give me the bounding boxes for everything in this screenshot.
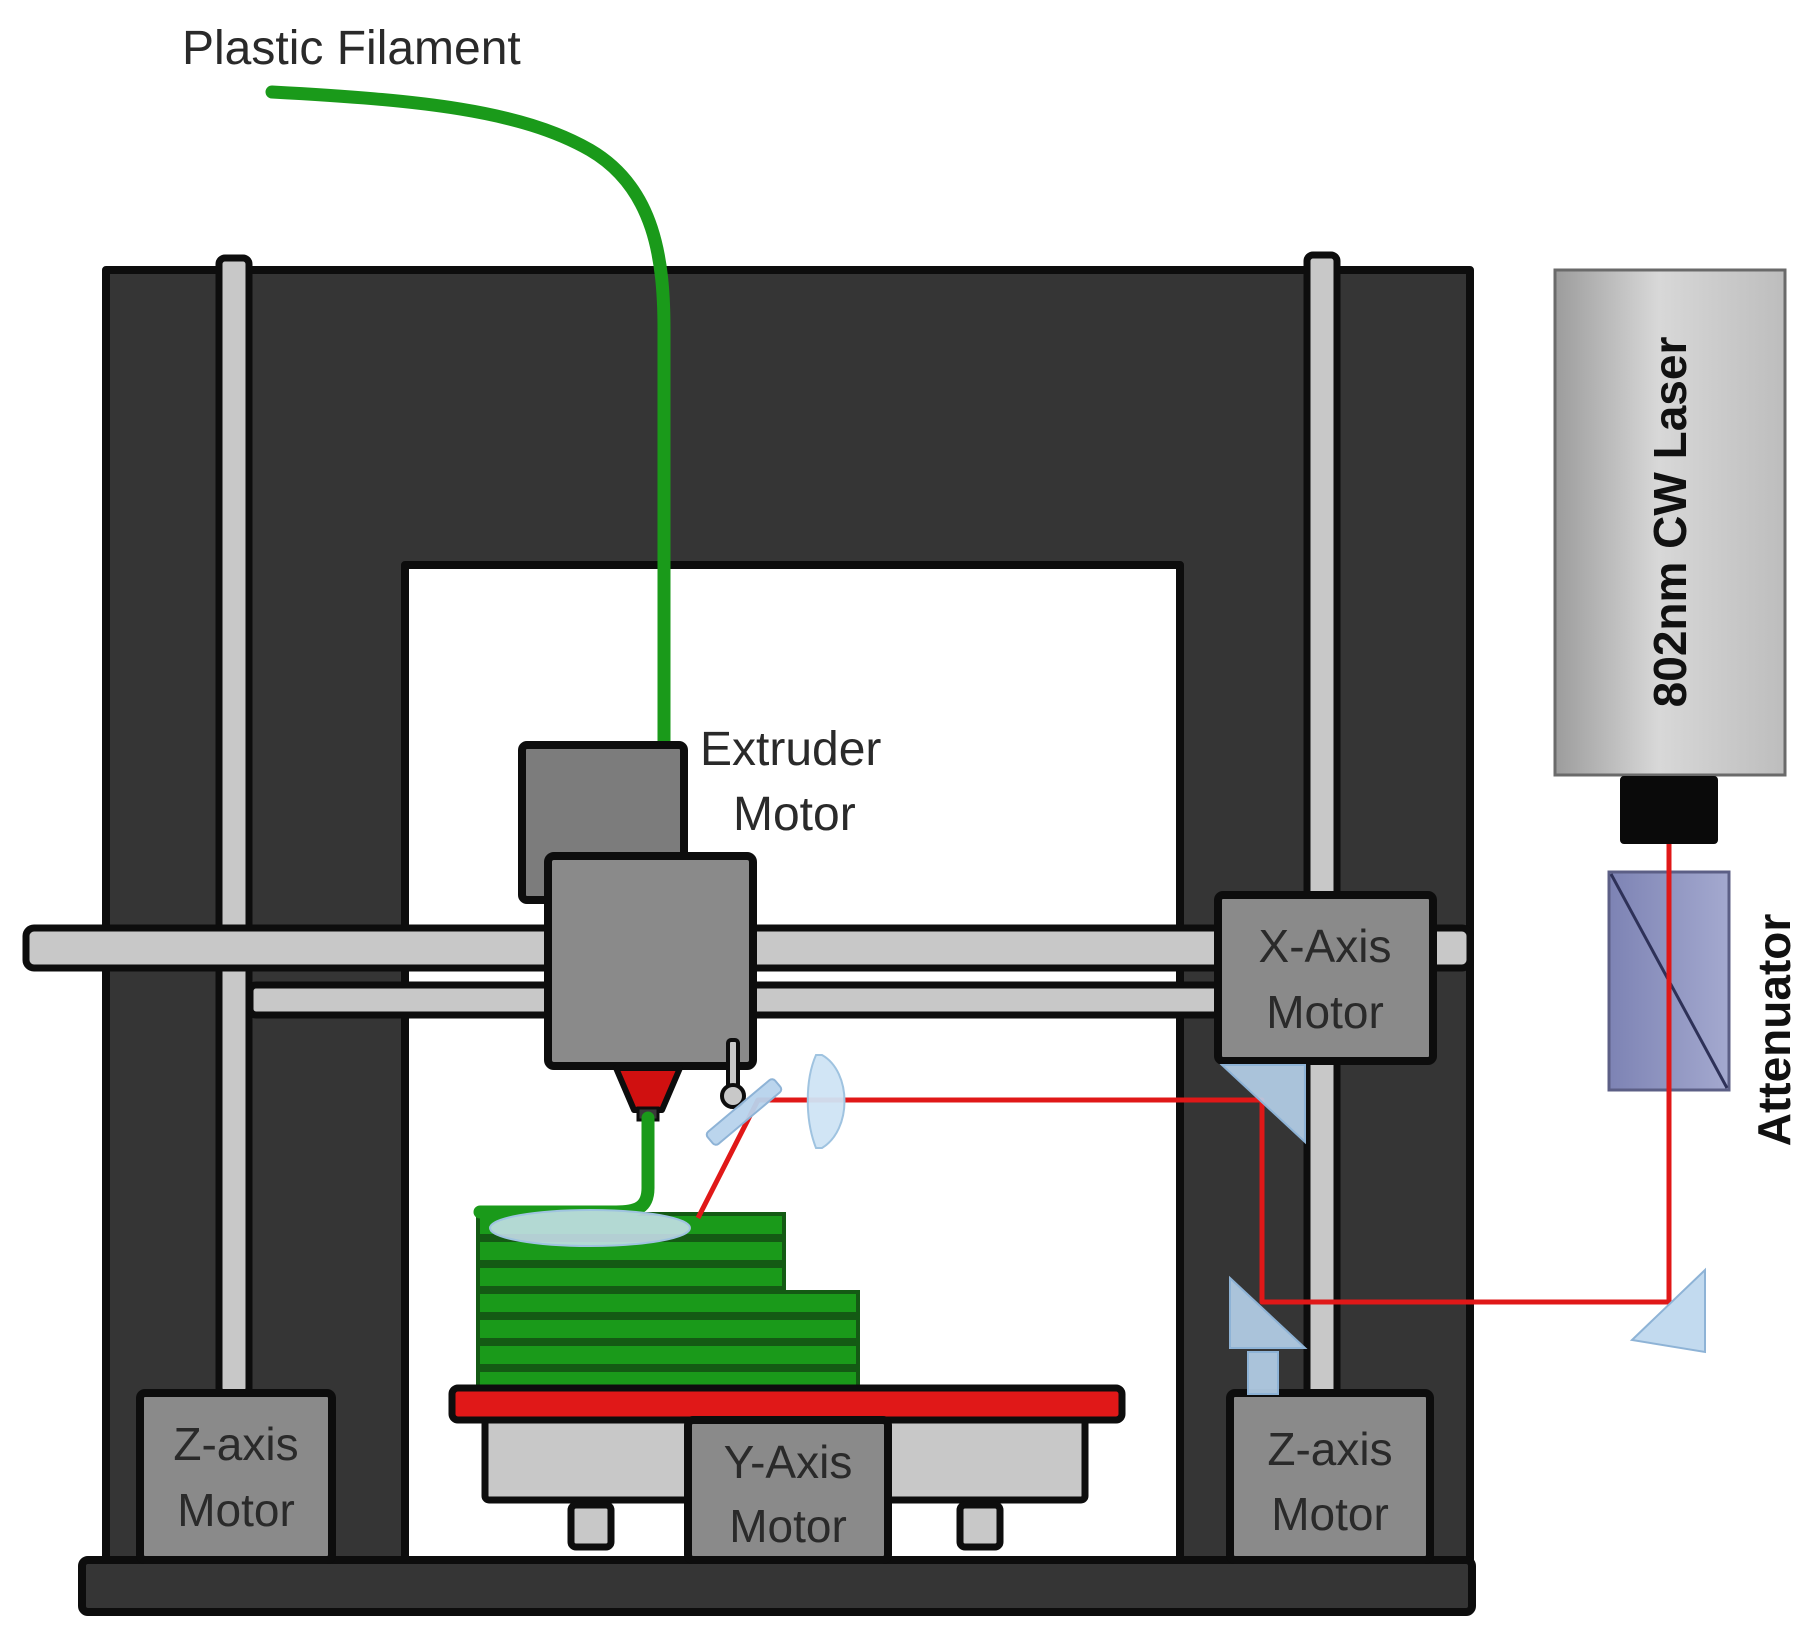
plastic-filament: [265, 85, 671, 752]
printer-base: [78, 1556, 1476, 1616]
label-z-axis-motor-left-line2: Motor: [177, 1484, 295, 1536]
steering-mirror: [705, 1078, 783, 1146]
extruder-nozzle: [613, 1065, 683, 1113]
label-y-axis-motor-line2: Motor: [729, 1500, 847, 1552]
label-x-axis-motor-line2: Motor: [1266, 986, 1384, 1038]
x-axis-motor: [1214, 891, 1437, 1065]
label-extruder-motor-line1: Extruder: [700, 723, 881, 776]
y-axis-motor: [684, 1416, 892, 1564]
probe-stem: [726, 1038, 740, 1090]
extruder-carriage: [544, 852, 757, 1070]
mirror-mount: [1247, 1351, 1279, 1395]
label-attenuator: Attenuator: [1748, 914, 1800, 1147]
laser-heated-spot: [489, 1209, 691, 1247]
mirror-lower-left: [1229, 1275, 1308, 1349]
mirror-upper-right: [1219, 1064, 1306, 1145]
bed-foot-right: [956, 1501, 1004, 1551]
bed-foot-left: [567, 1501, 615, 1551]
mirror-laser: [1629, 1267, 1706, 1354]
laser-aperture: [1620, 776, 1718, 844]
label-laser: 802nm CW Laser: [1644, 337, 1696, 708]
label-y-axis-motor-line1: Y-Axis: [724, 1436, 853, 1488]
label-z-axis-motor-right-line2: Motor: [1271, 1488, 1389, 1540]
z-axis-motor-right: [1226, 1389, 1434, 1564]
probe-tip: [720, 1083, 746, 1109]
label-z-axis-motor-left-line1: Z-axis: [173, 1418, 298, 1470]
label-extruder-motor-line2: Motor: [733, 788, 856, 841]
label-z-axis-motor-right-line1: Z-axis: [1267, 1423, 1392, 1475]
extruded-filament: [473, 1111, 655, 1219]
print-layer: [476, 1290, 860, 1316]
z-axis-motor-left: [136, 1389, 336, 1564]
print-layer: [476, 1316, 860, 1342]
z-rod-right: [1303, 251, 1341, 1399]
focusing-lens: [806, 1054, 846, 1149]
laser-body: [1553, 268, 1787, 777]
label-x-axis-motor-line1: X-Axis: [1259, 920, 1392, 972]
print-layer: [476, 1264, 786, 1290]
heated-bed: [448, 1384, 1126, 1424]
z-rod-left: [215, 254, 253, 1398]
label-plastic-filament: Plastic Filament: [182, 22, 521, 75]
print-layer: [476, 1342, 860, 1368]
